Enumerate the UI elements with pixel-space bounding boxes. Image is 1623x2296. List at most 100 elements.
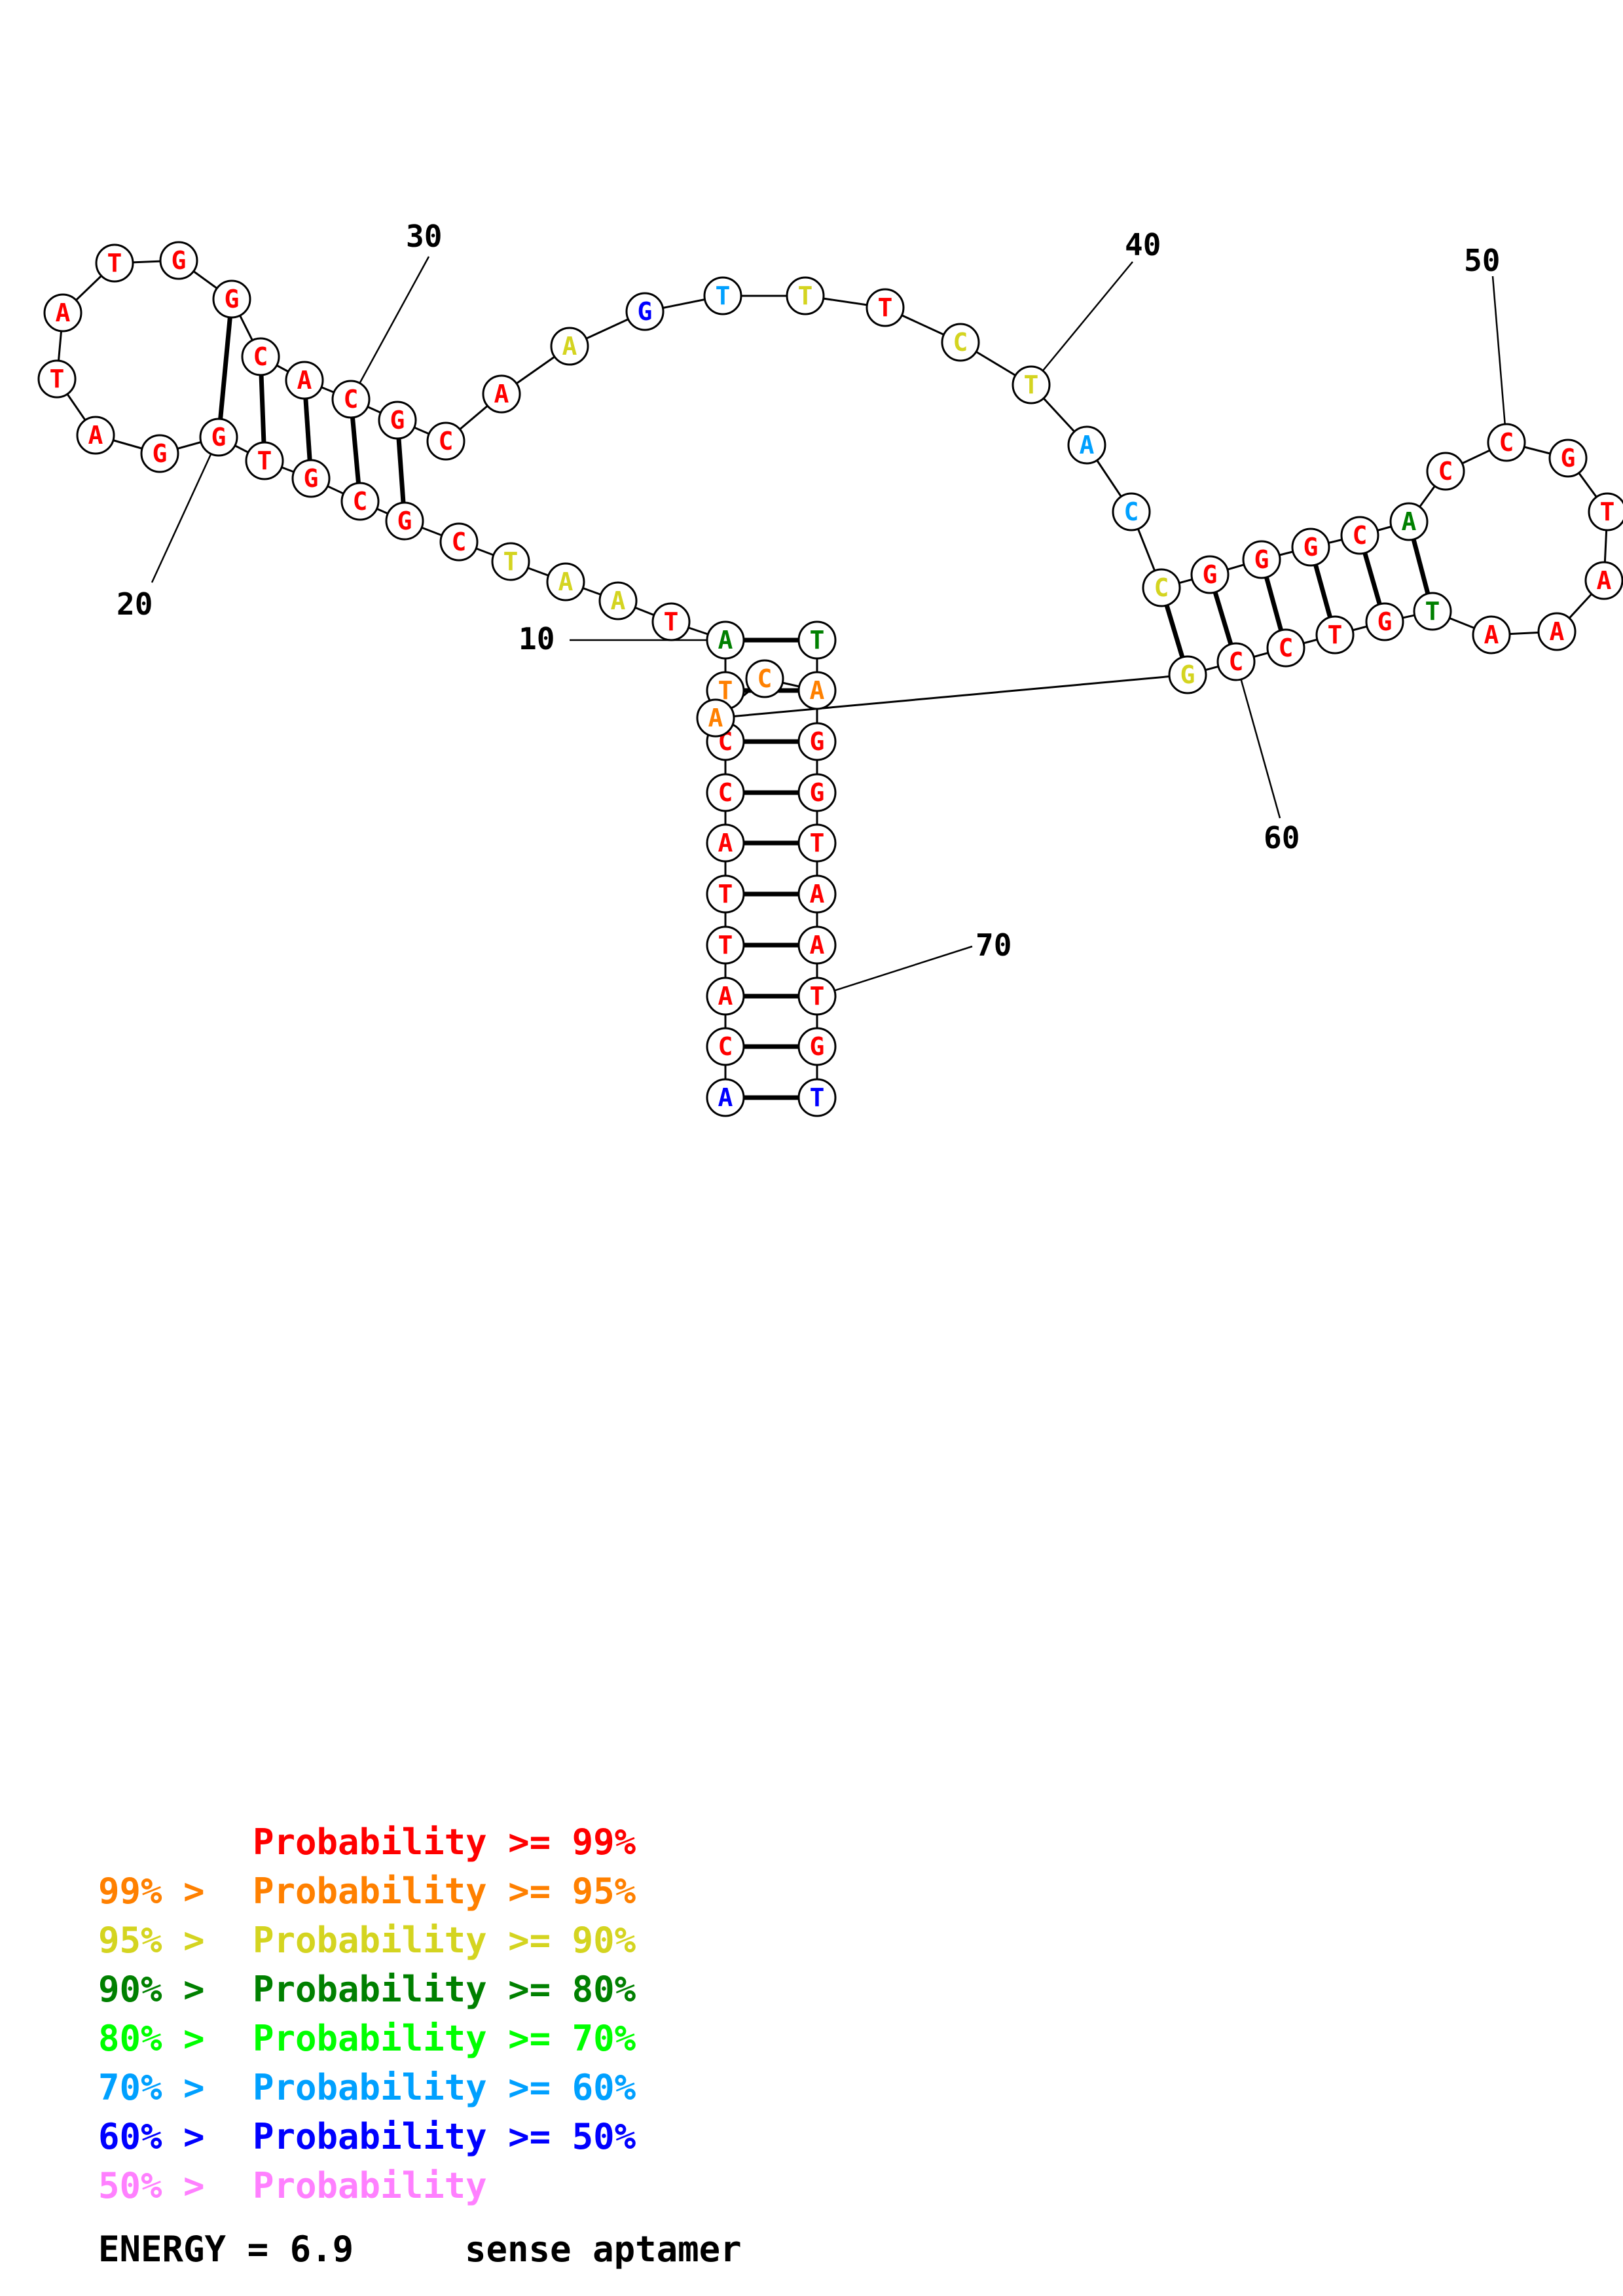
nucleotide-label: C [757,664,773,693]
position-label-70: 70 [976,927,1012,963]
nucleotide-circle [1190,555,1230,594]
nucleotide-label: A [56,298,71,327]
nucleotide-label: T [1425,597,1440,626]
position-label-40: 40 [1125,227,1161,262]
position-label-20: 20 [117,586,153,622]
nucleotide-label: G [810,778,825,807]
nucleotide-label: T [1328,620,1343,649]
nucleotide-label: A [611,586,626,615]
nucleotide-label: C [344,385,359,414]
nucleotide-label: A [1402,507,1417,536]
nucleotide-label: T [718,676,733,705]
nucleotide-circle [797,977,837,1016]
probability-legend: Probability >= 99% 99% > Probability >= … [98,1821,742,2270]
nucleotide-label: A [718,829,733,857]
nucleotide-label: C [253,342,268,371]
nucleotide-label: T [810,982,825,1011]
nucleotide-label: A [810,931,825,960]
nucleotide-label: A [558,567,574,596]
nucleotide-circle [651,602,691,641]
nucleotide-label: G [390,406,405,435]
nucleotide-circle [797,1078,837,1117]
nucleotide-circle [546,562,585,601]
nucleotide-circle [706,977,745,1016]
nucleotide-label: A [297,366,312,395]
nucleotide-circle [1315,615,1355,655]
legend-row-7: 60% > Probability >= 50% [98,2116,636,2157]
nucleotide-circle [797,925,837,965]
nucleotide-label: T [503,547,519,576]
nucleotide-circle [1472,615,1511,655]
nucleotide-label: C [1353,521,1368,550]
position-labels: 10 20 30 40 50 60 70 [117,219,1500,963]
nucleotide-label: G [1304,533,1319,562]
nucleotide-label: A [810,676,825,705]
position-label-10: 10 [519,621,555,656]
nucleotide-circle [37,359,77,399]
nucleotide-circle [706,823,745,863]
nucleotide-label: A [1550,617,1565,646]
nucleotide-label: T [810,1083,825,1112]
position-tick-20 [151,437,220,583]
nucleotide-circle [482,374,521,414]
nucleotide-label: A [718,626,733,655]
position-label-60: 60 [1264,820,1300,855]
nucleotide-label: C [1499,428,1514,457]
nucleotide-circle [550,327,589,366]
nucleotide-label: C [1154,573,1169,602]
nucleotide-circle [706,1078,745,1117]
backbone-segment [715,673,1188,719]
nucleotide-circle [706,874,745,914]
nucleotide-label: A [1597,566,1612,595]
nucleotide-label: G [1180,660,1195,689]
position-label-50: 50 [1464,243,1500,278]
nucleotide-circle [43,293,82,332]
position-tick-30 [350,256,430,400]
nucleotide-circle [378,401,417,440]
nucleotide-circle [245,441,284,480]
nucleotide-circle [797,722,837,761]
nucleotide-label: T [718,880,733,908]
nucleotide-circle [1168,655,1207,694]
nucleotide-label: G [810,727,825,756]
nucleotide-circle [706,773,745,812]
nucleotide-label: G [638,297,653,326]
nucleotide-label: G [211,423,227,452]
nucleotide-circle [1537,612,1577,651]
nucleotide-circle [140,434,179,473]
nucleotide-label: C [439,427,454,456]
nucleotide-label: G [397,507,412,535]
nucleotide-circle [199,418,238,457]
nucleotide-label: C [718,778,733,807]
nucleotide-label: T [664,607,679,636]
nucleotide-circle [1291,528,1330,567]
nucleotide-label: G [1254,545,1269,574]
nucleotide-label: T [716,281,731,310]
nucleotide-label: T [878,293,893,322]
nucleotide-label: G [225,285,240,314]
position-tick-70 [816,945,973,997]
nucleotide-label: A [718,1083,733,1112]
nucleotide-circle [285,361,324,400]
nucleotide-label: G [172,246,187,275]
nucleotide-circle [1389,502,1429,541]
nucleotide-circle [1266,628,1305,668]
nucleotide-label: C [353,487,368,516]
nucleotide-circle [797,874,837,914]
legend-row-5: 80% > Probability >= 70% [98,2018,636,2059]
legend-row-3: 95% > Probability >= 90% [98,1920,636,1961]
nucleotide-circle [95,243,134,283]
nucleotide-label: T [798,281,813,310]
nucleotide-circle [797,823,837,863]
nucleotide-circle [1067,425,1106,465]
nucleotide-label: T [257,446,272,475]
nucleotide-label: C [1124,497,1139,526]
nucleotide-circle [786,276,825,315]
nucleotide-circle [1142,568,1181,607]
nucleotide-circle [1487,423,1526,462]
nucleotide-label: A [1484,620,1499,649]
nucleotide-label: C [718,1032,733,1061]
legend-row-2: 99% > Probability >= 95% [98,1871,636,1912]
